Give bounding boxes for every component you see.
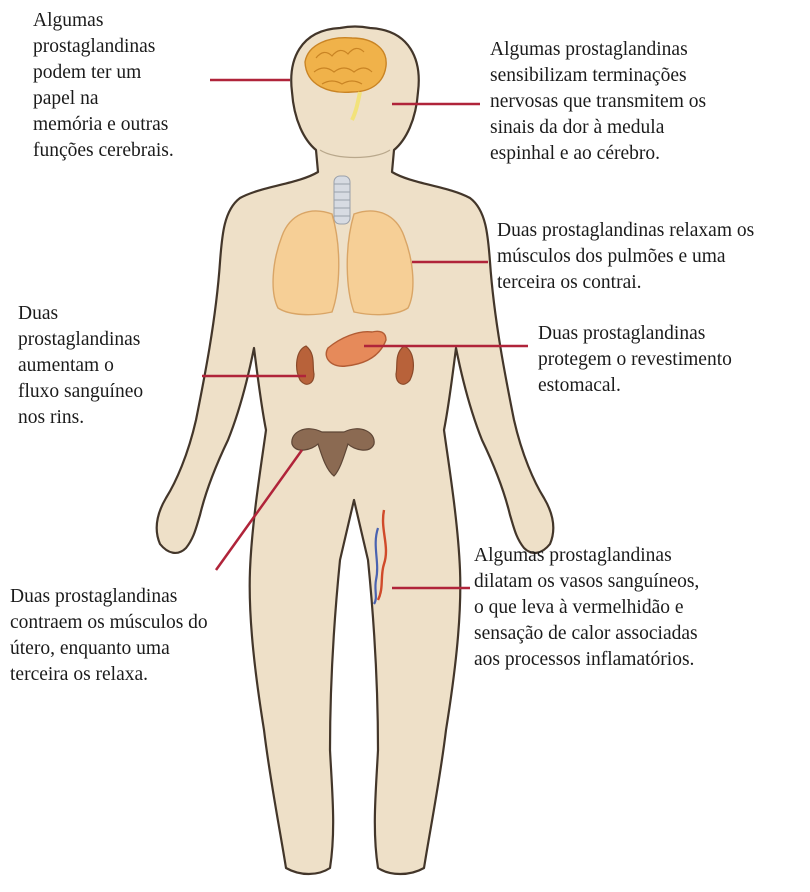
left-kidney <box>297 346 314 384</box>
annotation-stomach: Duas prostaglandinas protegem o revestim… <box>538 321 778 399</box>
annotation-uterus: Duas prostaglandinas contraem os músculo… <box>10 584 270 688</box>
annotation-vessels: Algumas prostaglandinas dilatam os vasos… <box>474 543 774 673</box>
right-kidney <box>396 346 413 384</box>
annotation-brain: Algumas prostaglandinas podem ter um pap… <box>33 8 233 164</box>
annotation-lungs: Duas prostaglandinas relaxam os músculos… <box>497 218 807 296</box>
annotation-pain: Algumas prostaglandinas sensibilizam ter… <box>490 37 790 167</box>
brain-organ <box>305 38 386 93</box>
annotation-kidney: Duas prostaglandinas aumentam o fluxo sa… <box>18 301 188 431</box>
